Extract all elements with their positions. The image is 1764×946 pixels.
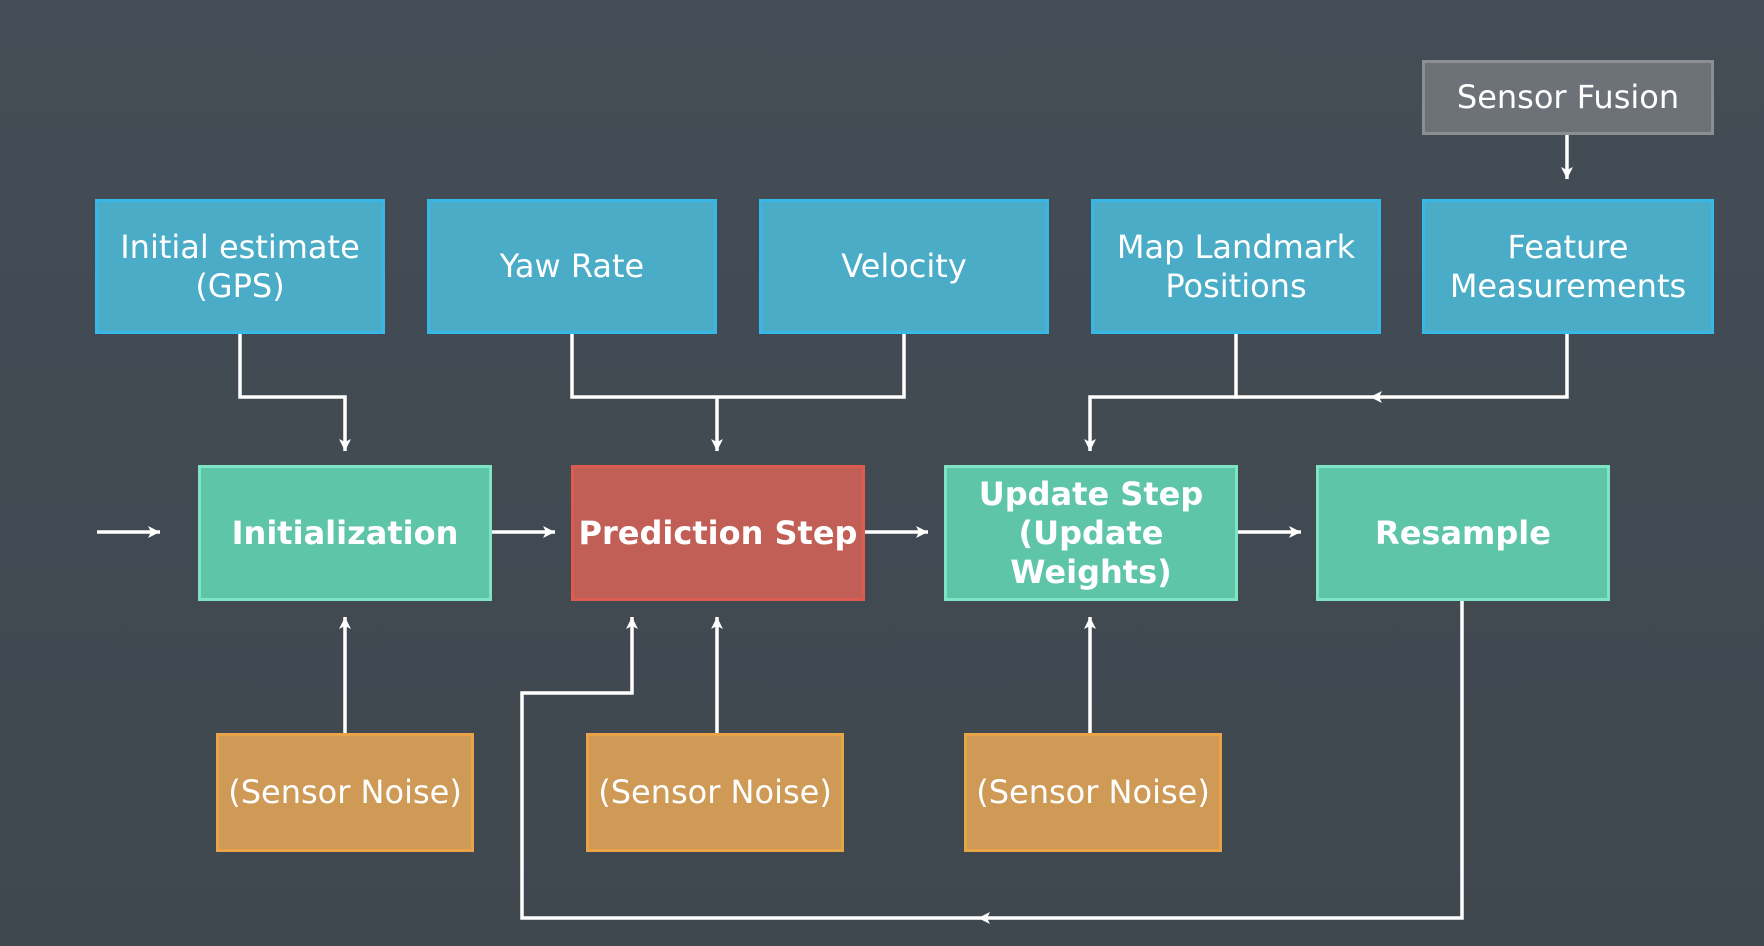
- sensor-fusion-label: Sensor Fusion: [1456, 78, 1680, 116]
- arrow-landmarks-to-update: [1084, 334, 1238, 451]
- prediction-step-label: Prediction Step: [578, 513, 858, 552]
- map-landmark-positions-label: Map Landmark Positions: [1116, 227, 1356, 305]
- initialization-box: Initialization: [198, 465, 492, 601]
- yaw-rate-label: Yaw Rate: [499, 247, 645, 285]
- prediction-step-box: Prediction Step: [571, 465, 865, 601]
- resample-box: Resample: [1316, 465, 1610, 601]
- sensor-noise-label: (Sensor Noise): [598, 773, 832, 811]
- yaw-rate-box: Yaw Rate: [427, 199, 717, 334]
- sensor-noise-box-initialization: (Sensor Noise): [216, 733, 474, 852]
- sensor-noise-box-prediction: (Sensor Noise): [586, 733, 844, 852]
- sensor-noise-label: (Sensor Noise): [228, 773, 462, 811]
- feature-measurements-label: Feature Measurements: [1449, 227, 1687, 305]
- connector-loop-to-prediction: [520, 617, 978, 920]
- update-step-box: Update Step (Update Weights): [944, 465, 1238, 601]
- arrow-resample-loop-back: [978, 601, 1464, 924]
- initial-estimate-box: Initial estimate (GPS): [95, 199, 385, 334]
- resample-label: Resample: [1375, 513, 1551, 552]
- map-landmark-positions-box: Map Landmark Positions: [1091, 199, 1381, 334]
- sensor-fusion-box: Sensor Fusion: [1422, 60, 1714, 135]
- sensor-noise-label: (Sensor Noise): [976, 773, 1210, 811]
- feature-measurements-box: Feature Measurements: [1422, 199, 1714, 334]
- connector-yaw-rate-velocity: [570, 334, 906, 399]
- sensor-noise-box-update: (Sensor Noise): [964, 733, 1222, 852]
- update-step-label: Update Step (Update Weights): [978, 474, 1204, 591]
- arrow-feature-measurements-merge: [1370, 334, 1569, 403]
- velocity-box: Velocity: [759, 199, 1049, 334]
- initialization-label: Initialization: [231, 513, 459, 552]
- velocity-label: Velocity: [841, 247, 967, 285]
- arrow-gps-to-initialization: [238, 334, 351, 451]
- initial-estimate-label: Initial estimate (GPS): [120, 227, 360, 305]
